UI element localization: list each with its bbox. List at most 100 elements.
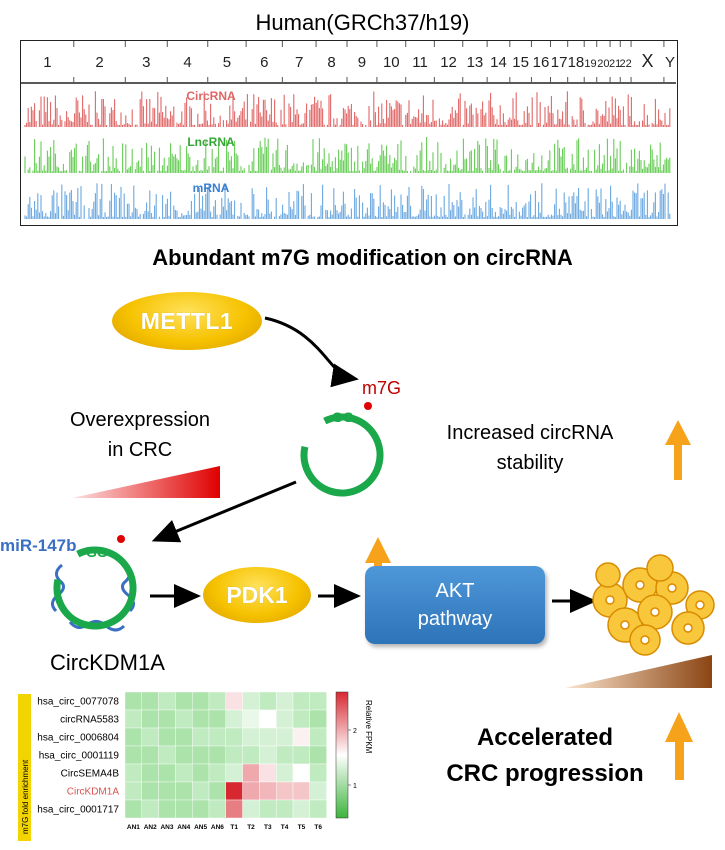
heatmap-svg: m7G fold enrichmenthsa_circ_0077078circR… bbox=[18, 691, 373, 841]
heatmap-cell bbox=[309, 745, 327, 765]
heatmap-cell bbox=[124, 781, 142, 801]
heatmap-cell bbox=[309, 691, 327, 711]
heatmap-cell bbox=[191, 691, 210, 711]
heatmap-cell bbox=[242, 781, 260, 801]
heatmap-cell bbox=[276, 691, 294, 711]
gg-label-upper: GG bbox=[332, 409, 354, 425]
heatmap-cell bbox=[259, 745, 277, 765]
heatmap-cell bbox=[175, 781, 193, 801]
heatmap-row-label: hsa_circ_0006804 bbox=[37, 733, 119, 744]
chromosome-label: X bbox=[641, 51, 653, 71]
m7g-dot-lower bbox=[117, 535, 125, 543]
track-label: LncRNA bbox=[187, 135, 235, 149]
heatmap-cell bbox=[191, 745, 210, 765]
chromosome-label: 17 bbox=[551, 54, 568, 71]
stability-label: Increased circRNA stability bbox=[410, 418, 650, 478]
stability-line-1: Increased circRNA bbox=[446, 422, 614, 444]
heatmap-cell bbox=[276, 745, 294, 765]
circrna-circle-upper bbox=[300, 413, 384, 497]
heatmap-cell bbox=[276, 763, 294, 783]
heatmap-cell bbox=[225, 727, 243, 747]
heatmap-cell bbox=[259, 763, 277, 783]
chromosome-label: 3 bbox=[142, 54, 150, 71]
heatmap-cell bbox=[158, 781, 176, 801]
chromosome-label: 11 bbox=[412, 54, 428, 71]
chromosome-label: 6 bbox=[260, 54, 268, 71]
heatmap-row-label: circRNA5583 bbox=[60, 715, 119, 726]
heatmap-col-label: T2 bbox=[247, 824, 255, 831]
akt-line-2: pathway bbox=[417, 608, 493, 630]
headline: Abundant m7G modification on circRNA bbox=[152, 245, 573, 270]
heatmap-cell bbox=[259, 799, 277, 819]
heatmap-cell bbox=[208, 709, 226, 729]
tumor-cells-cluster bbox=[592, 554, 715, 656]
heatmap-cell bbox=[242, 763, 260, 783]
heatmap-side-label: m7G fold enrichment bbox=[21, 759, 30, 834]
accelerated-line-2: CRC progression bbox=[446, 760, 644, 787]
heatmap-col-label: T3 bbox=[264, 824, 272, 831]
progression-gradient-triangle bbox=[565, 655, 712, 688]
heatmap-cell bbox=[208, 781, 226, 801]
heatmap-cell bbox=[175, 745, 193, 765]
pdk1-node: PDK1 bbox=[203, 567, 311, 623]
chromosome-label: 9 bbox=[358, 54, 366, 71]
heatmap-cell bbox=[124, 799, 142, 819]
accelerated-line-1: Accelerated bbox=[476, 724, 614, 751]
heatmap-cell bbox=[191, 709, 210, 729]
heatmap-cell bbox=[124, 745, 142, 765]
heatmap-cell bbox=[292, 799, 310, 819]
heatmap-cell bbox=[158, 691, 176, 711]
chromosome-label: 21 bbox=[609, 58, 621, 70]
circkdm1a-label: CircKDM1A bbox=[50, 650, 165, 675]
akt-line-1: AKT bbox=[435, 580, 475, 602]
heatmap-cell bbox=[242, 745, 260, 765]
chromosome-label: 19 bbox=[584, 58, 596, 70]
circkdm1a-circle bbox=[53, 546, 137, 630]
chromosome-label: 20 bbox=[597, 58, 609, 70]
heatmap-cell bbox=[225, 763, 243, 783]
heatmap-cell bbox=[191, 763, 210, 783]
m7g-dot-upper bbox=[364, 402, 372, 410]
heatmap-cell bbox=[309, 727, 327, 747]
chromosome-label: 13 bbox=[467, 54, 484, 71]
heatmap-cell bbox=[141, 763, 159, 783]
heatmap-cell bbox=[175, 727, 193, 747]
heatmap-cell bbox=[309, 763, 327, 783]
heatmap-row-label: hsa_circ_0001717 bbox=[37, 805, 119, 816]
heatmap-cell bbox=[124, 763, 142, 783]
heatmap-cell bbox=[158, 709, 176, 729]
chromosome-label: Y bbox=[665, 54, 675, 71]
heatmap-cell bbox=[175, 691, 193, 711]
heatmap-col-label: T6 bbox=[314, 824, 322, 831]
heatmap-cell bbox=[158, 763, 176, 783]
heatmap-cell bbox=[141, 781, 159, 801]
colorbar-tick-label: 1 bbox=[353, 783, 357, 790]
heatmap-cell bbox=[141, 745, 159, 765]
heatmap-cell bbox=[242, 709, 260, 729]
chromosome-label: 5 bbox=[223, 54, 231, 71]
heatmap-col-label: T1 bbox=[230, 824, 238, 831]
chromosome-label: 14 bbox=[490, 54, 507, 71]
chromosome-label: 18 bbox=[568, 54, 585, 71]
chromosome-label: 15 bbox=[512, 54, 529, 71]
chromosome-label: 16 bbox=[533, 54, 550, 71]
heatmap-cell bbox=[225, 691, 243, 711]
progression-up-arrow bbox=[665, 712, 693, 780]
accelerated-progression-label: Accelerated CRC progression bbox=[420, 720, 670, 792]
heatmap-col-label: T5 bbox=[298, 824, 306, 831]
heatmap-cell bbox=[208, 763, 226, 783]
heatmap-cell bbox=[191, 781, 210, 801]
heatmap-cell bbox=[191, 727, 210, 747]
track-label: mRNA bbox=[193, 181, 230, 195]
heatmap-cell bbox=[242, 799, 260, 819]
heatmap-cell bbox=[292, 763, 310, 783]
heatmap-col-label: AN2 bbox=[144, 824, 157, 831]
heatmap-cell bbox=[292, 745, 310, 765]
heatmap-cell bbox=[141, 709, 159, 729]
chromosome-label: 7 bbox=[295, 54, 303, 71]
heatmap-cell bbox=[259, 727, 277, 747]
